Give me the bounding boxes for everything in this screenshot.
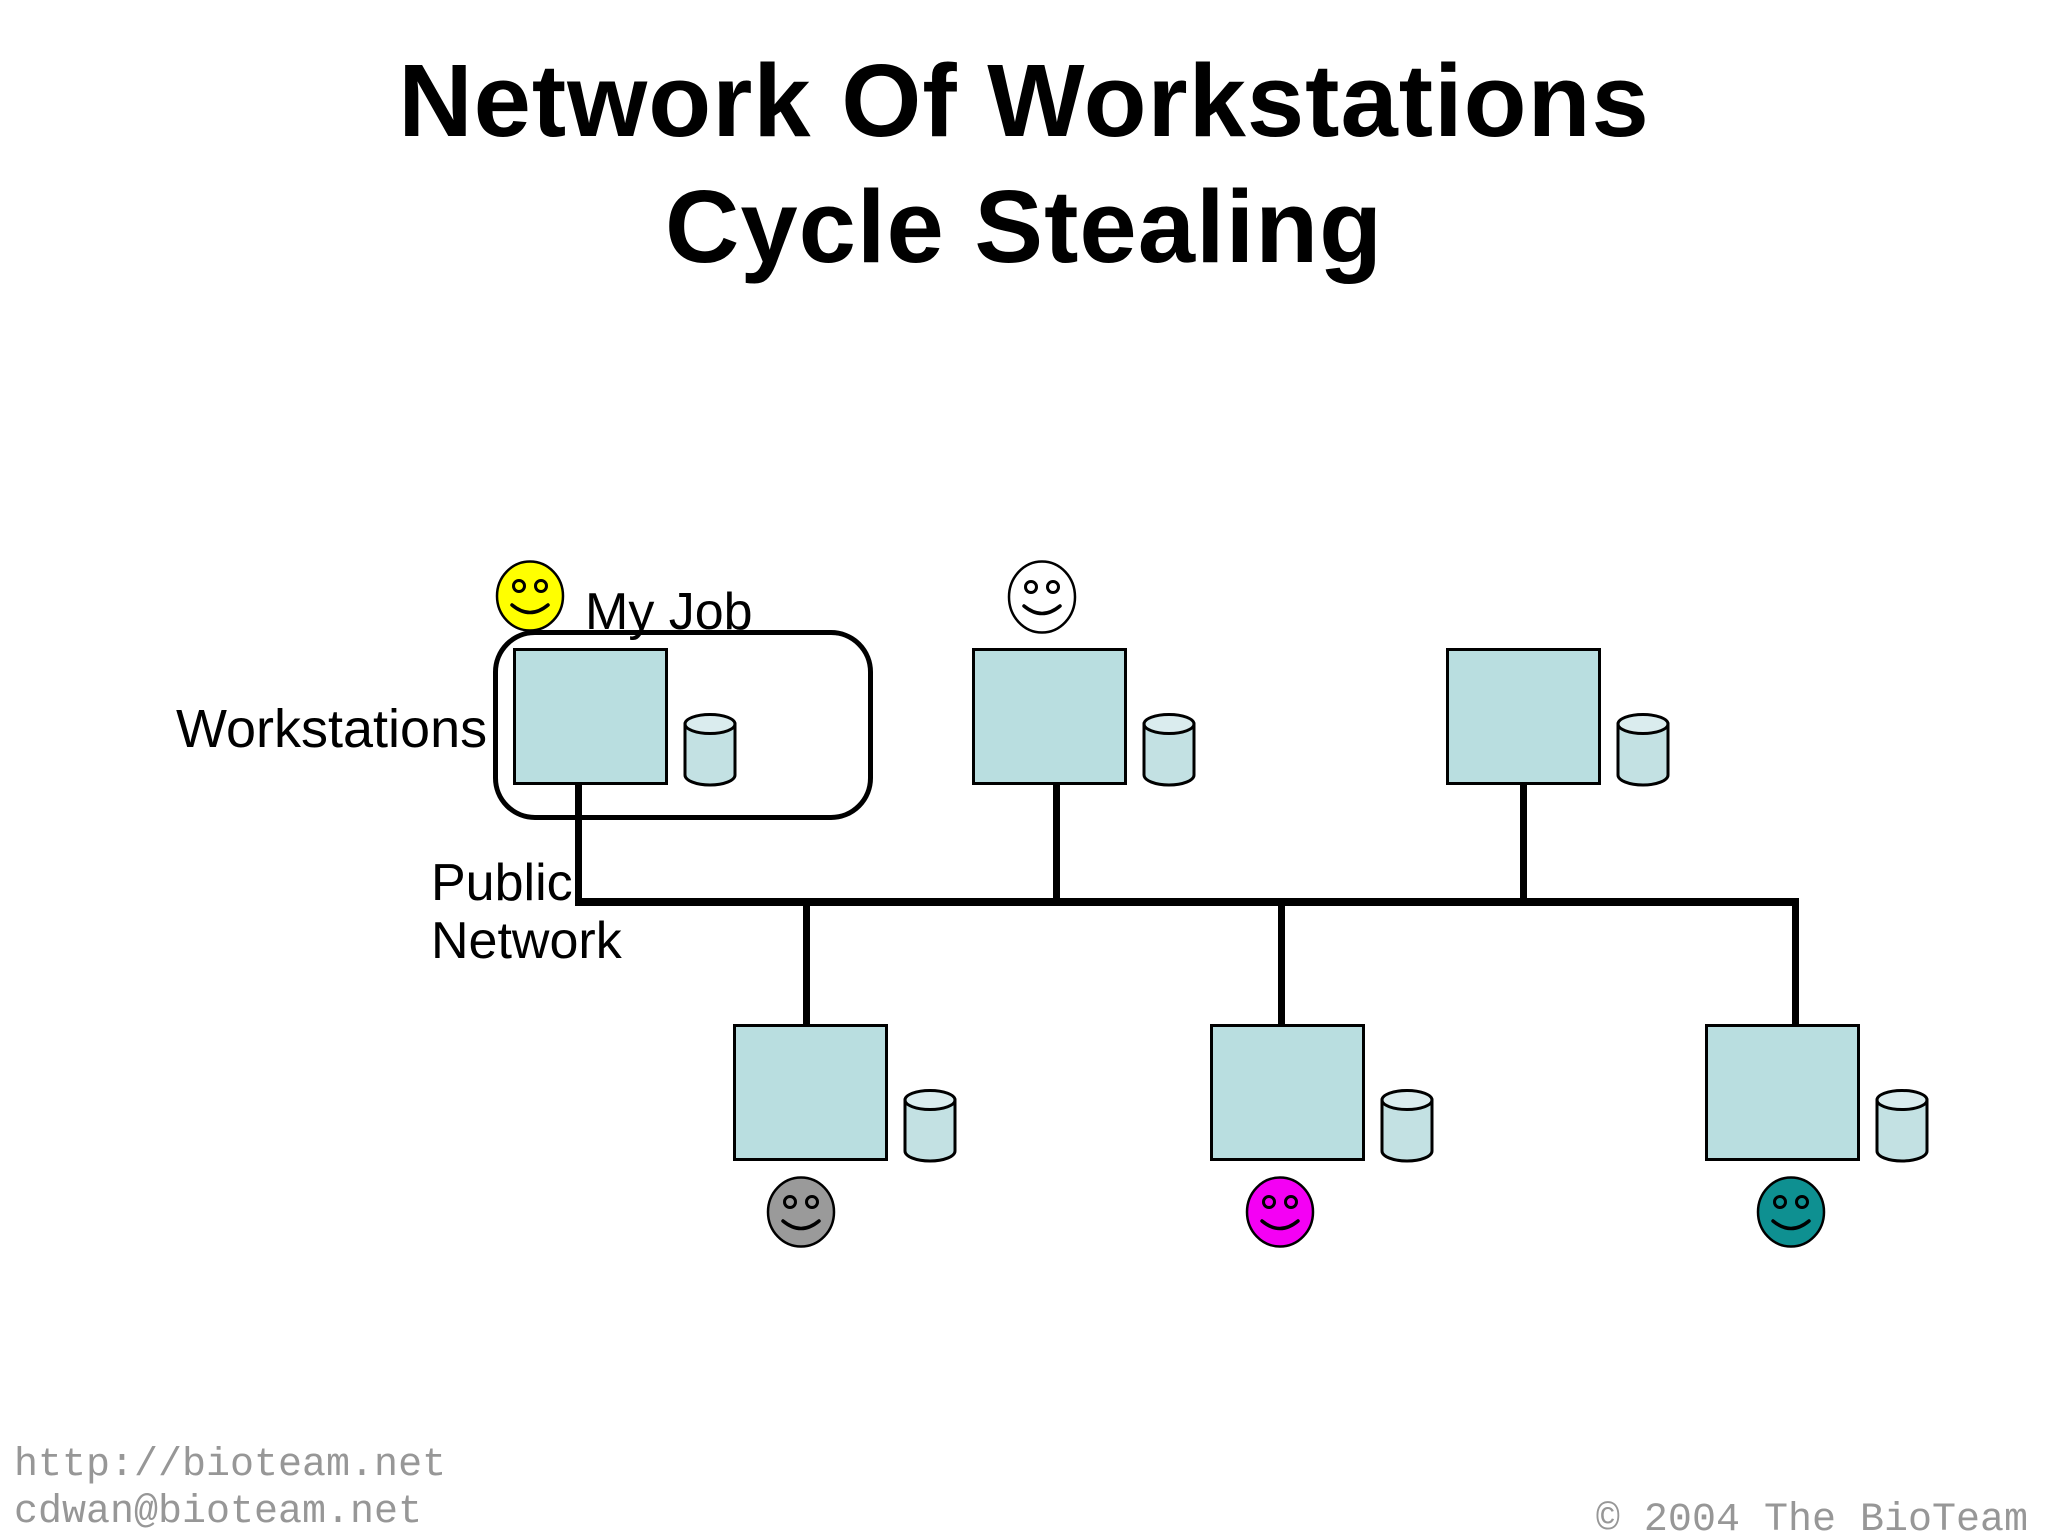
computer-box [733, 1024, 888, 1161]
workstation-top-right [1446, 648, 1672, 788]
footer-url: http://bioteam.net [14, 1443, 447, 1488]
slide-title: Network Of Workstations Cycle Stealing [0, 38, 2048, 289]
disk-cylinder-icon [1875, 1089, 1929, 1163]
workstation-bottom-right [1705, 1024, 1931, 1164]
link-line-bottom-left [803, 898, 810, 1026]
disk-cylinder-icon [1142, 713, 1196, 787]
my-workstation-group-outline [493, 630, 873, 820]
white-smiley-icon [1007, 560, 1077, 634]
teal-smiley-icon [1756, 1176, 1826, 1248]
computer-box [1446, 648, 1601, 785]
yellow-smiley-icon [495, 560, 565, 632]
link-line-bottom-middle [1278, 898, 1285, 1026]
my-job-label: My Job [585, 583, 753, 641]
slide-title-line2: Cycle Stealing [664, 168, 1384, 284]
link-line-bottom-right [1792, 898, 1799, 1026]
workstations-label: Workstations [176, 699, 488, 759]
footer-links: http://bioteam.net cdwan@bioteam.net [14, 1442, 446, 1536]
workstation-top-middle [972, 648, 1198, 788]
disk-cylinder-icon [1616, 713, 1670, 787]
disk-cylinder-icon [903, 1089, 957, 1163]
computer-box [513, 648, 668, 785]
link-line-top-right [1520, 783, 1527, 905]
public-network-bus-line [575, 898, 1799, 906]
public-network-label: Public Network [431, 854, 622, 971]
workstation-top-left [513, 648, 739, 788]
workstation-bottom-middle [1210, 1024, 1436, 1164]
footer-email: cdwan@bioteam.net [14, 1490, 423, 1535]
workstation-bottom-left [733, 1024, 959, 1164]
gray-smiley-icon [766, 1176, 836, 1248]
computer-box [1210, 1024, 1365, 1161]
computer-box [972, 648, 1127, 785]
magenta-smiley-icon [1245, 1176, 1315, 1248]
slide-title-line1: Network Of Workstations [398, 43, 1650, 158]
disk-cylinder-icon [1380, 1089, 1434, 1163]
link-line-top-middle [1053, 783, 1060, 905]
footer-copyright: © 2004 The BioTeam [1595, 1498, 2028, 1536]
computer-box [1705, 1024, 1860, 1161]
disk-cylinder-icon [683, 713, 737, 787]
link-line-top-left [575, 783, 582, 905]
